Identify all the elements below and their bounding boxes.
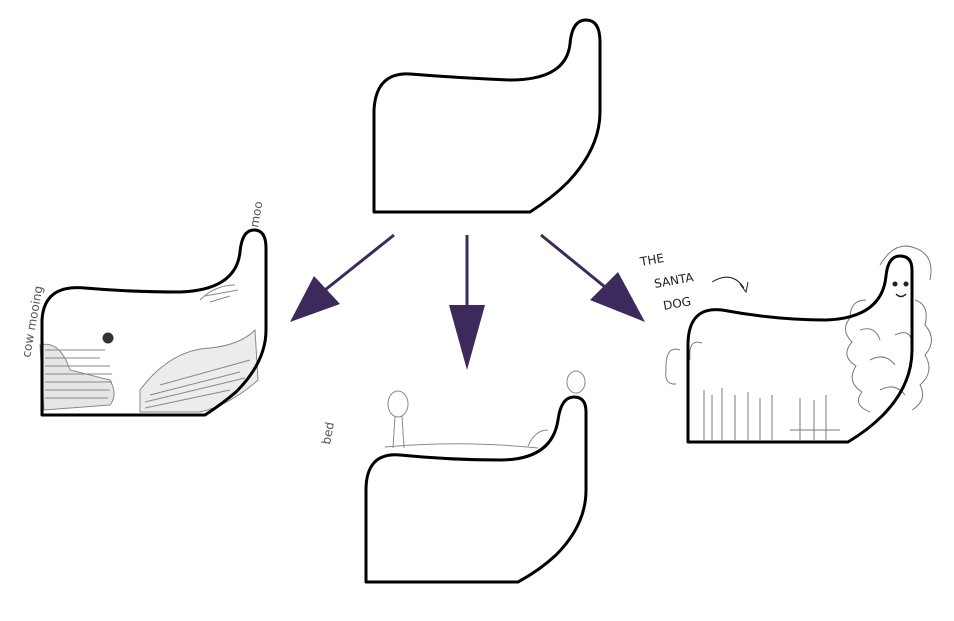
santa-label-line1: THE: [638, 251, 665, 269]
santa-dog-shape: [686, 254, 914, 444]
bed-drawing: bed: [319, 370, 588, 584]
source-shape: [372, 18, 602, 214]
bed-shape: [364, 395, 588, 584]
santa-label-line2: SANTA: [653, 270, 695, 291]
arrow-center-head: [449, 305, 485, 370]
cow-drawing: cow mooing moo: [19, 200, 268, 417]
bed-label: bed: [319, 421, 337, 446]
santa-label-line3: DOG: [662, 294, 692, 313]
cow-shape: [40, 228, 268, 417]
moo-label: moo: [247, 200, 265, 228]
arrow-left-head: [290, 276, 340, 322]
arrows: [290, 233, 645, 370]
santa-dog-drawing: THE SANTA DOG: [638, 245, 932, 444]
arrow-right-shaft: [540, 233, 606, 289]
arrow-left-shaft: [324, 233, 395, 292]
arrow-right-head: [590, 272, 645, 322]
